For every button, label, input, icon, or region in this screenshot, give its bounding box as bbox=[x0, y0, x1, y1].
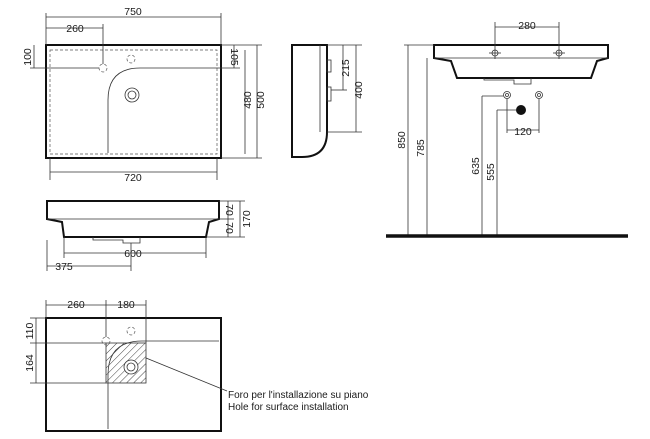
dim-wall-850: 850 bbox=[396, 131, 408, 149]
note-leader-line bbox=[145, 357, 228, 392]
wall-view-siphon bbox=[483, 78, 532, 85]
dim-top-480: 480 bbox=[242, 91, 254, 109]
wall-view: 280 120 850 785 635 555 bbox=[386, 20, 628, 238]
dim-bottom-110: 110 bbox=[24, 322, 36, 339]
note-italian: Foro per l'installazione su piano bbox=[228, 390, 369, 401]
wall-fixing-left bbox=[503, 91, 511, 99]
dim-top-105: 105 bbox=[228, 48, 240, 66]
dim-bottom-260: 260 bbox=[67, 299, 85, 311]
dim-wall-785: 785 bbox=[415, 139, 427, 157]
dim-top-720: 720 bbox=[124, 172, 142, 184]
wall-view-outline bbox=[433, 44, 609, 79]
top-view-drain bbox=[124, 87, 140, 103]
dim-top-100: 100 bbox=[22, 48, 34, 66]
wall-drain-outlet bbox=[516, 105, 526, 115]
dim-front-170: 170 bbox=[241, 210, 253, 228]
dim-wall-555: 555 bbox=[485, 163, 497, 181]
dim-front-70b: 70 bbox=[223, 222, 235, 234]
wall-view-tap-hole-right bbox=[553, 47, 565, 59]
side-view-bracket-lower bbox=[326, 86, 332, 102]
dim-bottom-164: 164 bbox=[24, 354, 36, 372]
side-view-outline bbox=[291, 44, 328, 158]
top-view-drain-inner bbox=[127, 90, 137, 100]
dim-side-400: 400 bbox=[353, 81, 365, 99]
bottom-view: 260 180 110 164 Foro per l'installazione… bbox=[24, 299, 369, 432]
note-english: Hole for surface installation bbox=[228, 402, 349, 413]
wall-view-tap-hole-left bbox=[489, 47, 501, 59]
dim-front-70a: 70 bbox=[223, 204, 235, 216]
dim-wall-635: 635 bbox=[470, 157, 482, 175]
top-view-tap-hole-left bbox=[98, 63, 108, 73]
dim-side-215: 215 bbox=[340, 59, 352, 77]
side-view-bracket bbox=[326, 59, 332, 73]
dim-front-375: 375 bbox=[55, 261, 73, 273]
top-view-basin-curve bbox=[107, 67, 218, 153]
dim-top-260: 260 bbox=[66, 23, 84, 35]
front-view: 70 70 170 600 375 bbox=[46, 200, 253, 273]
dim-top-750: 750 bbox=[124, 6, 142, 18]
bottom-view-tap-hole-left bbox=[101, 336, 111, 346]
dim-bottom-180: 180 bbox=[117, 299, 135, 311]
wall-fixing-right bbox=[535, 91, 543, 99]
dim-top-500: 500 bbox=[255, 91, 267, 109]
bottom-view-drain bbox=[123, 359, 139, 375]
top-view-inner-dashed bbox=[49, 49, 218, 155]
bottom-view-tap-hole-right bbox=[126, 326, 136, 336]
bottom-view-outline bbox=[45, 317, 222, 432]
front-view-siphon bbox=[92, 237, 141, 244]
dim-wall-120: 120 bbox=[514, 126, 532, 138]
dim-front-600: 600 bbox=[124, 248, 142, 260]
dim-wall-280: 280 bbox=[518, 20, 536, 32]
side-view: 215 400 bbox=[291, 44, 365, 158]
top-view-outline bbox=[45, 44, 222, 159]
top-view: 750 260 100 105 480 500 720 bbox=[22, 6, 267, 184]
top-view-tap-hole-right bbox=[126, 54, 136, 64]
